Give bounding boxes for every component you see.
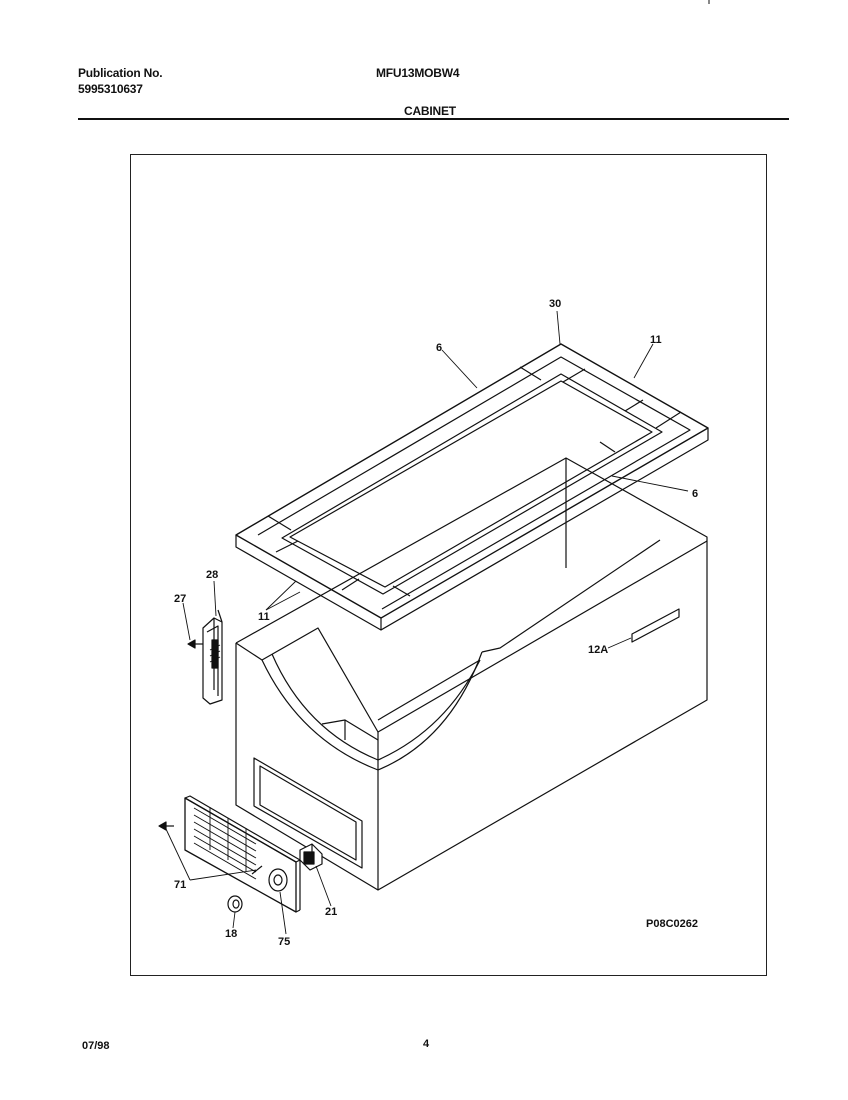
callout-21: 21 [325, 906, 337, 918]
publication-label: Publication No. [78, 66, 163, 80]
page-number: 4 [423, 1038, 430, 1050]
model-number: MFU13MOBW4 [376, 66, 460, 80]
diagram-code: P08C0262 [646, 918, 698, 930]
callout-27: 27 [174, 593, 186, 605]
header-rule [78, 118, 789, 120]
callout-6-top: 6 [436, 342, 442, 354]
callout-12a: 12A [588, 644, 608, 656]
callout-28: 28 [206, 569, 218, 581]
callout-30: 30 [549, 298, 561, 310]
cabinet-body [235, 457, 708, 891]
footer-date: 07/98 [82, 1040, 110, 1052]
callout-75: 75 [278, 936, 290, 948]
diagram-frame [130, 154, 767, 976]
publication-number: 5995310637 [78, 82, 143, 96]
breaker-strip-frame [235, 343, 709, 631]
screw-71 [158, 821, 174, 831]
leader-lines [165, 310, 689, 935]
callout-18: 18 [225, 928, 237, 940]
callout-11-left: 11 [258, 611, 270, 623]
callout-6-right: 6 [692, 488, 698, 500]
section-title: CABINET [404, 104, 456, 118]
screw-27 [187, 639, 203, 649]
callout-11-top: 11 [650, 334, 662, 346]
front-grille [184, 795, 301, 913]
callout-71: 71 [174, 879, 186, 891]
lid-hinge [202, 609, 223, 705]
relay-21 [299, 843, 323, 871]
grommet-18 [227, 895, 243, 913]
